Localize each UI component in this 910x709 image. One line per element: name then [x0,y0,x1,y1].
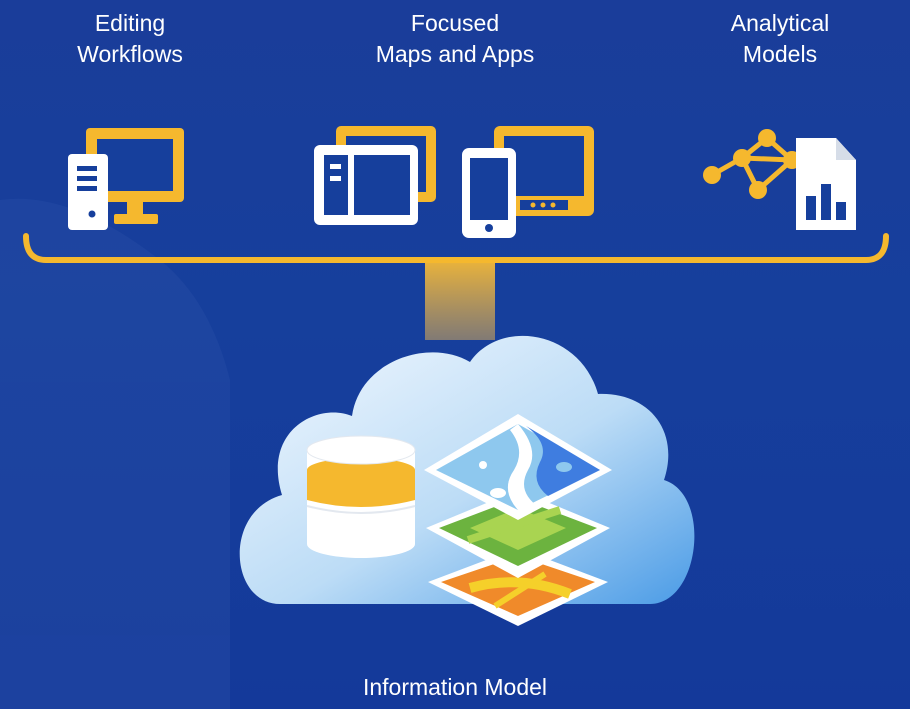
bracket-bar [23,233,889,263]
analytical-label-line2: Models [742,41,818,67]
map-layers-icon [424,414,612,626]
editing-label-line2: Workflows [77,41,183,67]
database-icon [306,435,416,558]
editing-label-line1: Editing [94,10,166,36]
focused-label-line2: Maps and Apps [375,41,535,67]
desktop-computer-icon [68,128,184,230]
information-model-label: Information Model [362,674,548,700]
analytical-models-label: Analytical Models [690,8,870,70]
mobile-device-icon [462,126,594,238]
network-report-icon [703,129,856,230]
analytical-label-line1: Analytical [730,10,830,36]
focused-maps-apps-label: Focused Maps and Apps [330,8,580,70]
connector-stem [425,262,495,340]
focused-label-line1: Focused [410,10,500,36]
tablet-icon [314,126,436,225]
editing-workflows-label: Editing Workflows [40,8,220,70]
